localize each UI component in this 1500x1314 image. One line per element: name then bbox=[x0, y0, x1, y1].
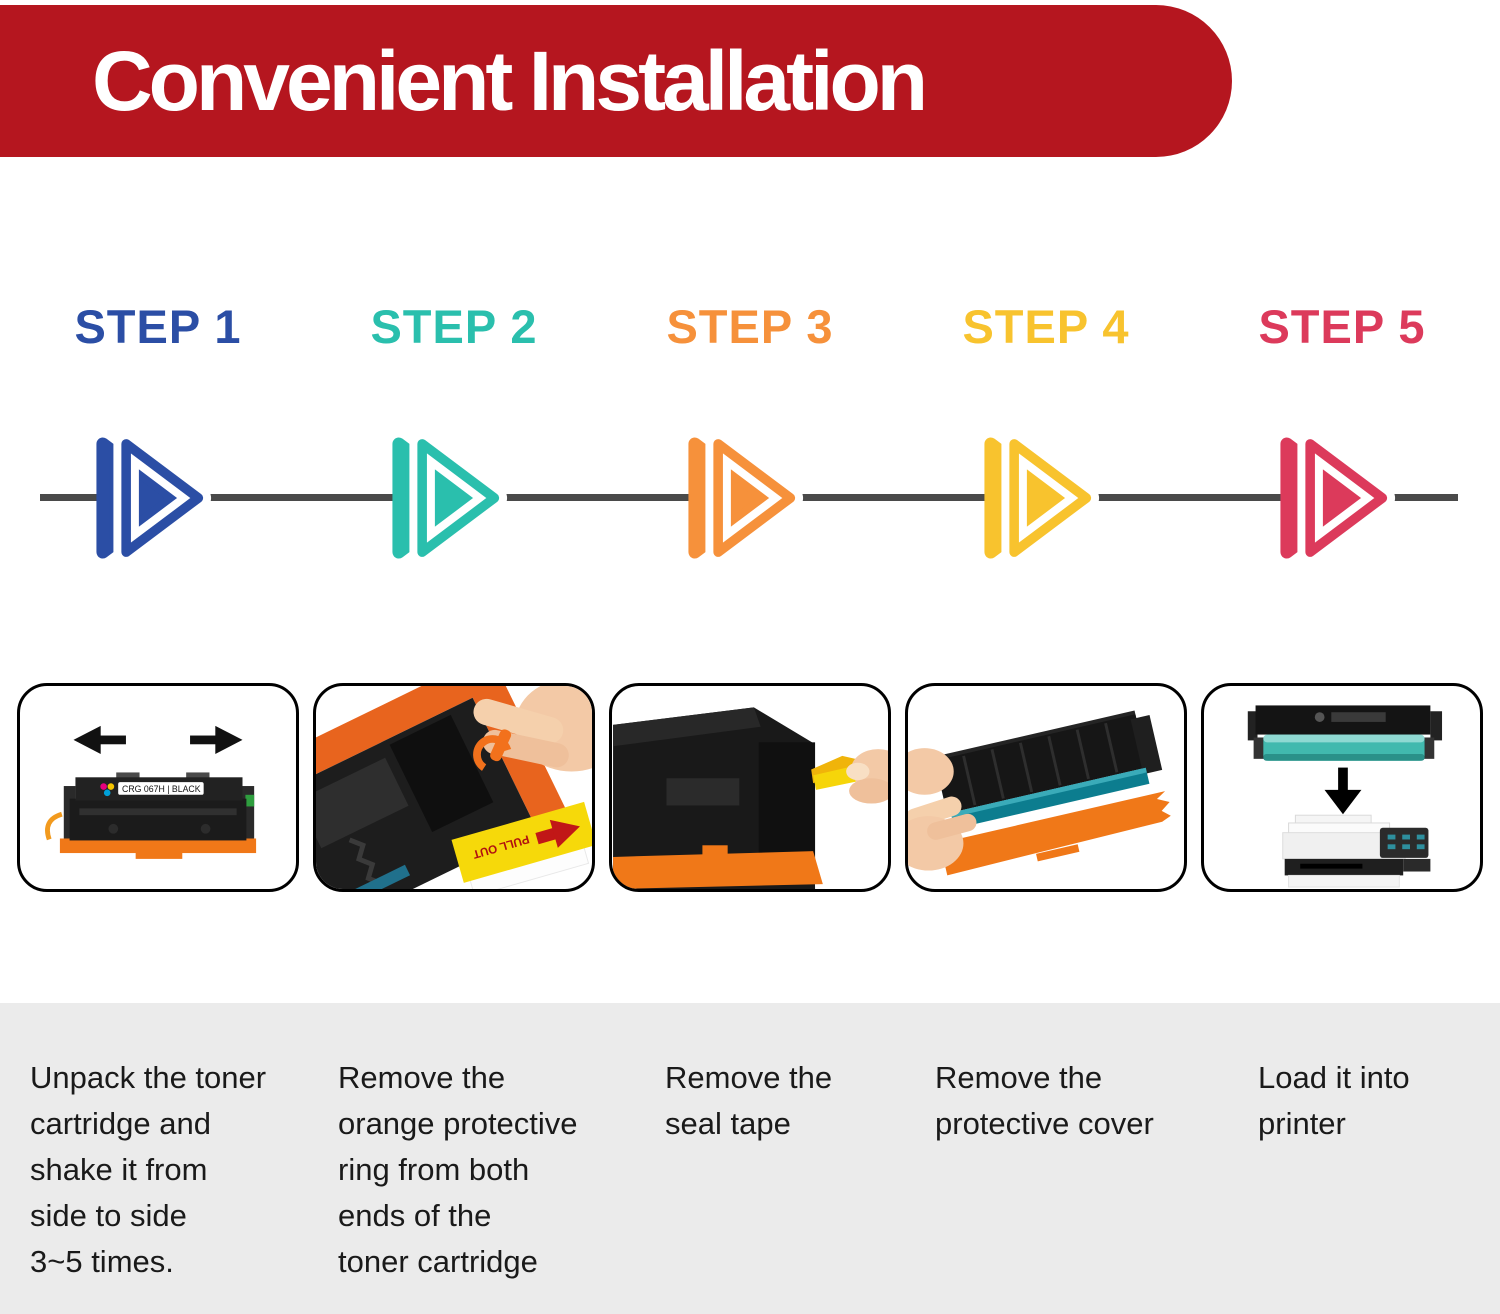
right-arrow-icon bbox=[688, 431, 804, 565]
step-1-description: Unpack the toner cartridge and shake it … bbox=[30, 1060, 267, 1279]
step-5-photo bbox=[1201, 683, 1483, 892]
step-4-arrow bbox=[898, 429, 1194, 567]
cartridge-cover-illustration bbox=[933, 710, 1171, 876]
hands-illustration bbox=[908, 748, 977, 871]
right-arrow-icon bbox=[392, 431, 508, 565]
step-3-photo bbox=[609, 683, 891, 892]
step-3-label: STEP 3 bbox=[666, 300, 834, 353]
printer-illustration bbox=[1282, 814, 1431, 888]
step-labels-row: STEP 1 STEP 2 STEP 3 STEP 4 STEP 5 bbox=[10, 303, 1490, 350]
pull-out-tape-illustration: PULL OUT bbox=[451, 801, 592, 889]
banner: Convenient Installation bbox=[0, 5, 1232, 157]
orange-ring-illustration bbox=[473, 729, 512, 771]
right-arrow-icon bbox=[1280, 431, 1396, 565]
step-photos-row: CRG 067H | BLACK bbox=[10, 683, 1490, 892]
footer-band: Unpack the toner cartridge and shake it … bbox=[0, 1003, 1500, 1314]
shake-arrows-icon bbox=[73, 725, 243, 754]
cartridge-drum-illustration bbox=[1247, 705, 1443, 761]
page-title: Convenient Installation bbox=[92, 33, 928, 128]
right-arrow-icon bbox=[96, 431, 212, 565]
step-2-arrow bbox=[306, 429, 602, 567]
step-4-description: Remove the protective cover bbox=[935, 1060, 1154, 1141]
step-1-arrow bbox=[10, 429, 306, 567]
step-5-label: STEP 5 bbox=[1258, 300, 1426, 353]
step-1-photo: CRG 067H | BLACK bbox=[17, 683, 299, 892]
step-4-photo bbox=[905, 683, 1187, 892]
step-descriptions-row: Unpack the toner cartridge and shake it … bbox=[10, 1055, 1490, 1285]
hand-illustration bbox=[846, 749, 888, 804]
step-1-label: STEP 1 bbox=[74, 300, 242, 353]
cartridge-end-illustration bbox=[316, 686, 571, 889]
right-arrow-icon bbox=[984, 431, 1100, 565]
down-arrow-icon bbox=[1324, 767, 1362, 815]
toner-cartridge-illustration: CRG 067H | BLACK bbox=[45, 772, 257, 859]
step-4-label: STEP 4 bbox=[962, 300, 1130, 353]
step-arrows-row bbox=[10, 429, 1490, 567]
step-5-arrow bbox=[1194, 429, 1490, 567]
step-2-description: Remove the orange protective ring from b… bbox=[338, 1060, 578, 1279]
step-2-photo: PULL OUT bbox=[313, 683, 595, 892]
step-3-description: Remove the seal tape bbox=[665, 1060, 833, 1141]
step-2-label: STEP 2 bbox=[370, 300, 538, 353]
step-3-arrow bbox=[602, 429, 898, 567]
cartridge-corner-illustration bbox=[613, 707, 823, 889]
step-5-description: Load it into printer bbox=[1258, 1060, 1410, 1141]
cartridge-label-text: CRG 067H | BLACK bbox=[122, 784, 201, 794]
